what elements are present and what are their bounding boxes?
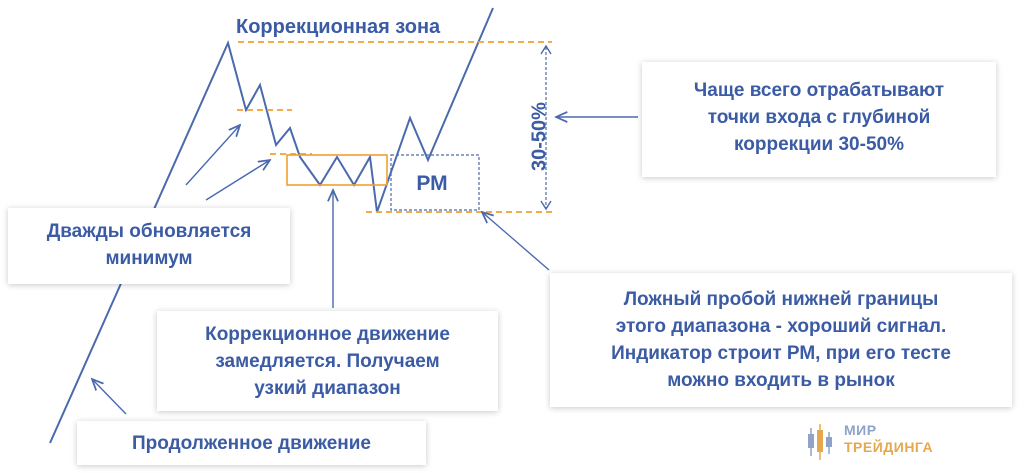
logo-text-top: МИР [844, 422, 877, 438]
zone-title: Коррекционная зона [236, 16, 441, 38]
arrow-to-pm [482, 212, 550, 271]
depth-arrow-up-icon [540, 44, 552, 55]
callout-false-break: Ложный пробой нижней границы этого диапа… [550, 273, 1012, 407]
callout-text: Ложный пробой нижней границы [623, 289, 939, 310]
callout-slowdown: Коррекционное движение замедляется. Полу… [157, 311, 498, 411]
candles-logo-icon [808, 424, 832, 460]
arrow-to-first-low [185, 125, 240, 186]
callout-text: Коррекционное движение [205, 324, 450, 345]
callout-text: Дважды обновляется [46, 221, 252, 242]
callout-text: точки входа с глубиной [707, 107, 931, 128]
depth-arrow-down-icon [540, 200, 552, 211]
brand-logo: МИР ТРЕЙДИНГА [806, 420, 956, 464]
callout-text: этого диапазона - хороший сигнал. [615, 316, 947, 337]
arrow-to-trend [92, 379, 127, 415]
callout-continued: Продолженное движение [77, 421, 426, 465]
callout-text: замедляется. Получаем [215, 351, 440, 372]
pm-label: РМ [416, 172, 448, 195]
callout-text: минимум [105, 248, 193, 269]
callout-text: Чаще всего отрабатывают [693, 80, 945, 101]
callout-text: можно входить в рынок [667, 370, 895, 391]
narrow-range-box [286, 154, 388, 186]
callout-text: узкий диапазон [254, 378, 401, 399]
arrow-to-second-low [205, 160, 270, 201]
callout-text: коррекции 30-50% [734, 134, 904, 155]
callout-double-low: Дважды обновляется минимум [8, 208, 290, 284]
pm-box [390, 154, 480, 211]
callout-text: Продолженное движение [131, 433, 371, 454]
depth-percent-label: 30-50% [528, 102, 551, 171]
logo-text-bottom: ТРЕЙДИНГА [844, 439, 934, 455]
callout-text: Индикатор строит РМ, при его тесте [611, 343, 951, 364]
callout-depth: Чаще всего отрабатывают точки входа с гл… [642, 62, 996, 177]
